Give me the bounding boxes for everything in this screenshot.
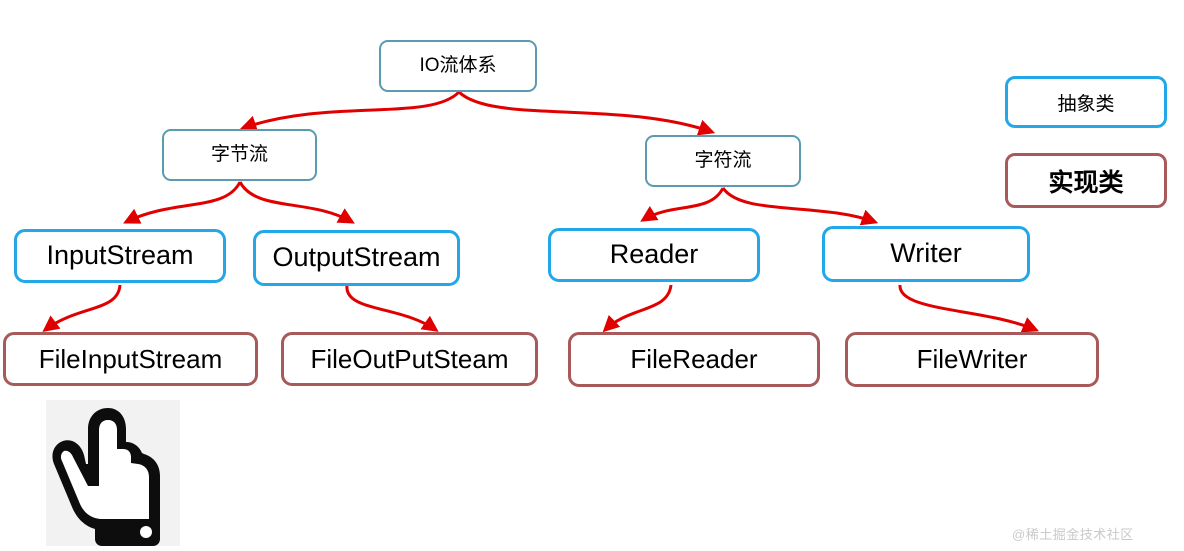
legend-label: 抽象类 [1057,93,1115,115]
node-fileinputstream[interactable]: FileInputStream [3,332,258,386]
node-label: 字节流 [210,143,268,165]
node-inputstream[interactable]: InputStream [14,229,226,283]
node-label: Writer [890,238,962,269]
node-label: FileWriter [916,344,1028,375]
node-label: OutputStream [272,242,441,273]
edge-root-to-char-stream [457,90,716,136]
edge-inputstream-to-fileinputstream [42,284,122,332]
node-char-stream[interactable]: 字符流 [645,135,801,187]
hand-glyph [52,408,161,546]
node-fileoutputsteam[interactable]: FileOutPutSteam [281,332,538,386]
node-io-stream-system[interactable]: IO流体系 [379,40,537,92]
edge-char-to-writer [721,187,879,226]
watermark: @稀土掘金技术社区 [1012,527,1134,542]
node-reader[interactable]: Reader [548,228,760,282]
edge-writer-to-filewriter [898,284,1040,333]
node-label: InputStream [46,240,194,271]
node-label: IO流体系 [419,54,497,76]
edge-reader-to-filereader [602,284,673,333]
node-outputstream[interactable]: OutputStream [253,230,460,286]
legend-label: 实现类 [1048,168,1124,197]
node-label: 字符流 [694,149,752,171]
pointing-hand-cursor-icon [46,400,180,546]
node-label: FileInputStream [38,343,223,374]
legend-implementation-class: 实现类 [1005,153,1167,208]
node-filereader[interactable]: FileReader [568,332,820,387]
node-label: FileOutPutSteam [310,343,509,374]
node-filewriter[interactable]: FileWriter [845,332,1099,387]
edge-byte-to-inputstream [123,181,242,224]
edge-byte-to-outputstream [238,181,355,224]
legend-abstract-class: 抽象类 [1005,76,1167,128]
edge-outputstream-to-fileoutputsteam [345,284,439,332]
edge-root-to-byte-stream [239,90,461,132]
node-writer[interactable]: Writer [822,226,1030,282]
edge-char-to-reader [640,187,725,222]
node-label: Reader [609,239,699,270]
node-label: FileReader [630,344,758,375]
node-byte-stream[interactable]: 字节流 [162,129,317,181]
